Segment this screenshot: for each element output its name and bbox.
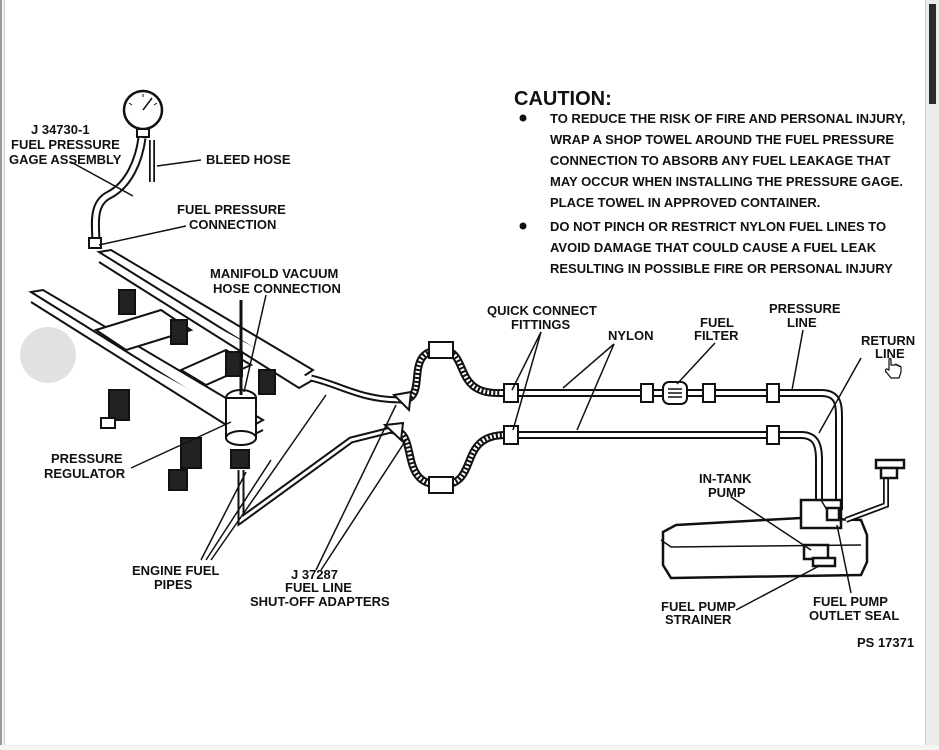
caution-b1-l4: MAY OCCUR WHEN INSTALLING THE PRESSURE G… bbox=[550, 174, 903, 189]
image-viewer-page: CAUTION: TO REDUCE THE RISK OF FIRE AND … bbox=[4, 0, 926, 745]
label-pr-1: PRESSURE bbox=[51, 451, 123, 466]
label-sa-2: FUEL LINE bbox=[285, 580, 352, 595]
leader-lines bbox=[70, 159, 862, 611]
label-efp-2: PIPES bbox=[154, 577, 193, 592]
label-fpc-2: CONNECTION bbox=[189, 217, 276, 232]
label-gage-3: GAGE ASSEMBLY bbox=[9, 152, 122, 167]
label-pl-2: LINE bbox=[787, 315, 817, 330]
label-bleed-hose: BLEED HOSE bbox=[206, 152, 291, 167]
label-qc-1: QUICK CONNECT bbox=[487, 303, 597, 318]
label-mv-1: MANIFOLD VACUUM bbox=[210, 266, 338, 281]
fuel-tank bbox=[660, 458, 906, 580]
label-pl-1: PRESSURE bbox=[769, 301, 841, 316]
caution-b2-l2: AVOID DAMAGE THAT COULD CAUSE A FUEL LEA… bbox=[550, 240, 877, 255]
label-gage-1: J 34730-1 bbox=[31, 122, 90, 137]
caution-b1-l1: TO REDUCE THE RISK OF FIRE AND PERSONAL … bbox=[550, 111, 905, 126]
label-fpos-1: FUEL PUMP bbox=[813, 594, 888, 609]
caution-b2-l3: RESULTING IN POSSIBLE FIRE OR PERSONAL I… bbox=[550, 261, 893, 276]
label-efp-1: ENGINE FUEL bbox=[132, 563, 219, 578]
label-fpc-1: FUEL PRESSURE bbox=[177, 202, 286, 217]
caution-b1-l5: PLACE TOWEL IN APPROVED CONTAINER. bbox=[550, 195, 820, 210]
thumbnail-overlay[interactable] bbox=[20, 327, 76, 383]
label-figure-number: PS 17371 bbox=[857, 635, 914, 650]
fuel-system-diagram: CAUTION: TO REDUCE THE RISK OF FIRE AND … bbox=[9, 88, 915, 650]
label-filter-1: FUEL bbox=[700, 315, 734, 330]
vertical-scrollbar[interactable] bbox=[925, 0, 939, 745]
label-filter-2: FILTER bbox=[694, 328, 739, 343]
caution-b2-l1: DO NOT PINCH OR RESTRICT NYLON FUEL LINE… bbox=[550, 219, 886, 234]
label-rl-2: LINE bbox=[875, 346, 905, 361]
caution-title: CAUTION: bbox=[514, 88, 612, 110]
caution-block: CAUTION: TO REDUCE THE RISK OF FIRE AND … bbox=[514, 88, 905, 276]
engine-fuel-pipes bbox=[237, 341, 507, 527]
label-itp-2: PUMP bbox=[708, 485, 746, 500]
label-pr-2: REGULATOR bbox=[44, 466, 126, 481]
bullet-1-dot bbox=[519, 114, 527, 122]
label-nylon: NYLON bbox=[608, 328, 654, 343]
label-gage-2: FUEL PRESSURE bbox=[11, 137, 120, 152]
label-rl-1: RETURN bbox=[861, 333, 915, 348]
label-fpos-2: OUTLET SEAL bbox=[809, 608, 899, 623]
scrollbar-thumb[interactable] bbox=[929, 4, 936, 104]
label-fps-1: FUEL PUMP bbox=[661, 599, 736, 614]
hand-cursor-icon bbox=[884, 357, 902, 379]
pressure-gage bbox=[88, 89, 164, 249]
label-sa-1: J 37287 bbox=[291, 567, 338, 582]
label-qc-2: FITTINGS bbox=[511, 317, 571, 332]
label-fps-2: STRAINER bbox=[665, 612, 732, 627]
caution-b1-l3: CONNECTION TO ABSORB ANY FUEL LEAKAGE TH… bbox=[550, 153, 890, 168]
diagram-labels: J 34730-1 FUEL PRESSURE GAGE ASSEMBLY BL… bbox=[9, 122, 915, 650]
label-sa-3: SHUT-OFF ADAPTERS bbox=[250, 594, 390, 609]
label-mv-2: HOSE CONNECTION bbox=[213, 281, 341, 296]
caution-b1-l2: WRAP A SHOP TOWEL AROUND THE FUEL PRESSU… bbox=[550, 132, 894, 147]
fuel-lines bbox=[501, 381, 843, 510]
fuel-rail-assembly bbox=[28, 248, 315, 491]
bullet-2-dot bbox=[519, 222, 527, 230]
label-itp-1: IN-TANK bbox=[699, 471, 752, 486]
